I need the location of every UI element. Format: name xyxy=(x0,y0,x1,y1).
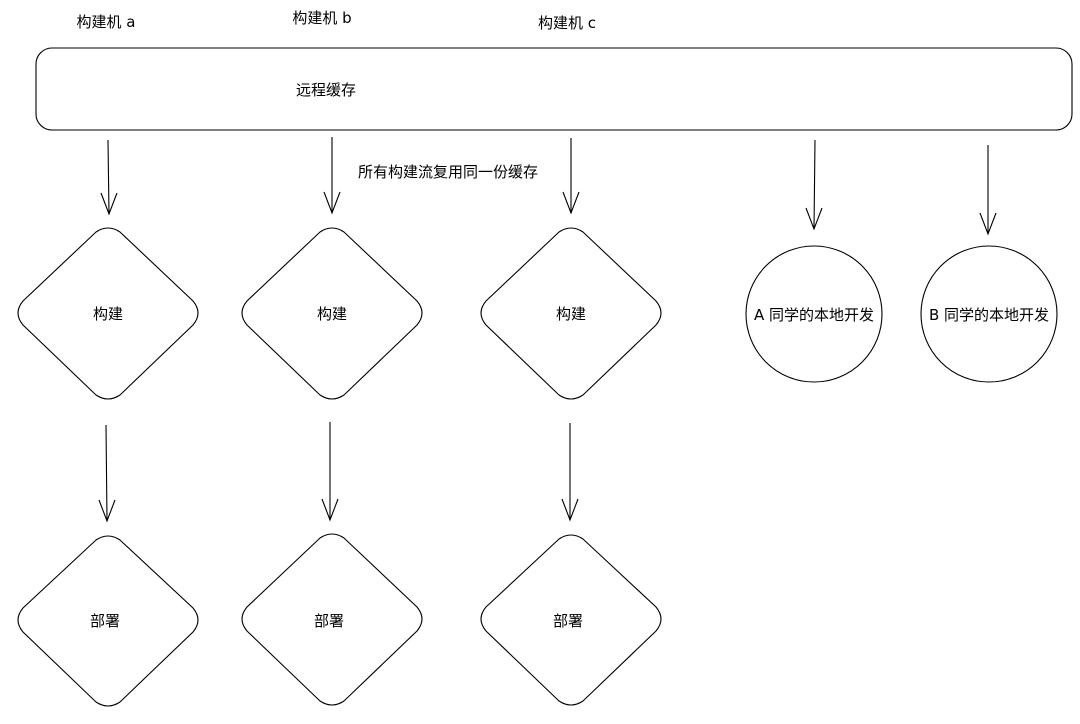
builder-c-label: 构建机 c xyxy=(538,14,596,32)
deploy-node-a: 部署 xyxy=(17,535,199,707)
build-node-a: 构建 xyxy=(17,227,199,400)
local-dev-b-label: B 同学的本地开发 xyxy=(929,306,1049,324)
arrow-cache-to-build-b xyxy=(323,137,341,215)
build-node-a-label: 构建 xyxy=(93,305,123,323)
arrow-cache-to-local-b xyxy=(979,145,997,236)
local-dev-b: B 同学的本地开发 xyxy=(920,245,1058,383)
shared-cache-note: 所有构建流复用同一份缓存 xyxy=(358,163,538,181)
build-node-b-label: 构建 xyxy=(317,305,347,323)
local-dev-a: A 同学的本地开发 xyxy=(745,245,883,383)
remote-cache-box xyxy=(35,47,1073,131)
builder-b-label: 构建机 b xyxy=(292,9,351,27)
deploy-node-b-label: 部署 xyxy=(314,612,344,630)
arrow-cache-to-local-a xyxy=(805,139,823,231)
deploy-node-c-label: 部署 xyxy=(553,612,583,630)
arrow-cache-to-build-c xyxy=(562,138,580,215)
build-node-c-label: 构建 xyxy=(556,305,586,323)
remote-cache-label: 远程缓存 xyxy=(296,81,356,99)
deploy-node-a-label: 部署 xyxy=(90,612,120,630)
arrow-build-to-deploy-c xyxy=(561,423,579,522)
deploy-node-b: 部署 xyxy=(241,533,423,706)
arrow-build-to-deploy-a xyxy=(98,424,116,523)
arrow-build-to-deploy-b xyxy=(321,422,339,522)
arrow-cache-to-build-a xyxy=(100,139,118,216)
deploy-node-c: 部署 xyxy=(480,534,662,706)
builder-a-label: 构建机 a xyxy=(77,13,136,31)
build-node-c: 构建 xyxy=(480,227,662,400)
local-dev-a-label: A 同学的本地开发 xyxy=(754,306,874,324)
build-node-b: 构建 xyxy=(241,227,423,400)
